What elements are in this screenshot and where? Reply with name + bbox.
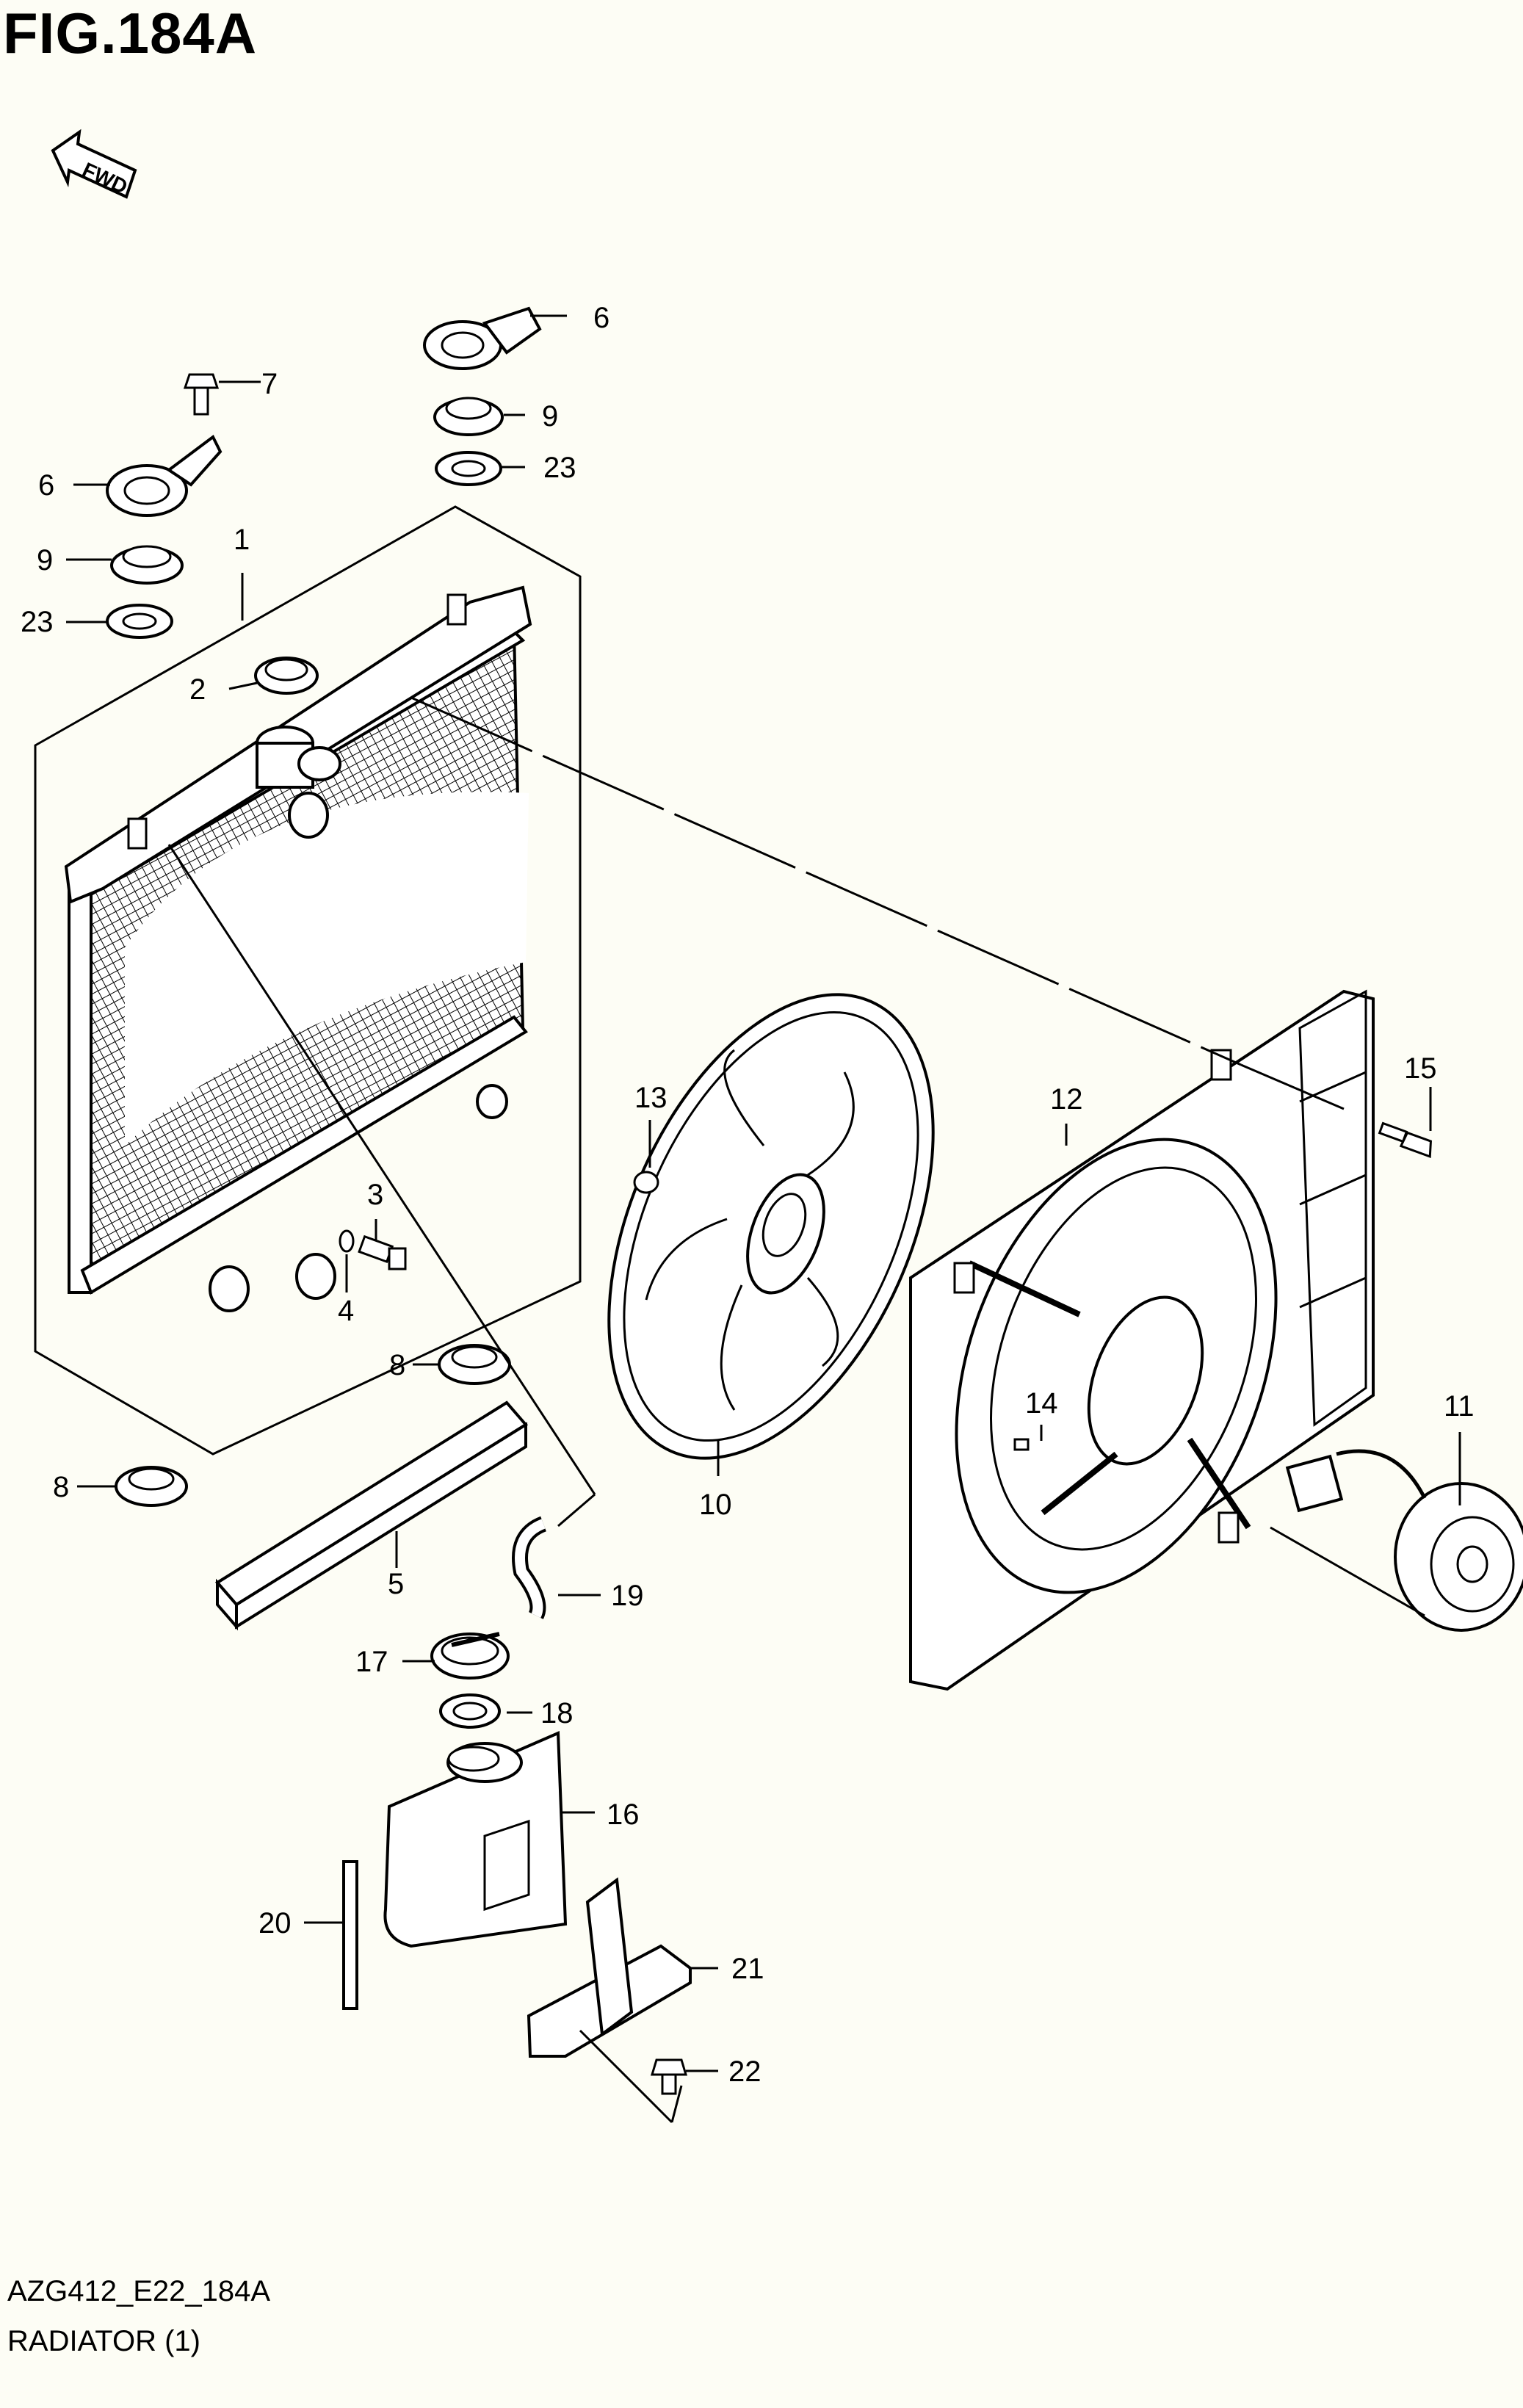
callout-2: 2 xyxy=(189,673,206,706)
callout-15: 15 xyxy=(1404,1052,1437,1085)
reservoir-cap-seal xyxy=(439,1693,501,1729)
callout-14: 14 xyxy=(1025,1387,1058,1420)
callout-11: 11 xyxy=(1444,1390,1475,1422)
drain-plug-o-ring xyxy=(339,1229,355,1253)
callout-8-left: 8 xyxy=(53,1471,69,1503)
washer-left xyxy=(106,604,173,639)
callout-5: 5 xyxy=(388,1568,404,1600)
drain-plug xyxy=(358,1234,407,1270)
lower-cushion-right xyxy=(438,1344,511,1385)
shroud-bolt xyxy=(1378,1121,1433,1159)
callout-6-right: 6 xyxy=(593,302,609,334)
callout-10: 10 xyxy=(699,1489,732,1521)
leader-lines xyxy=(66,314,1461,2124)
cooling-fan xyxy=(607,993,935,1460)
callout-19: 19 xyxy=(611,1580,644,1612)
callout-1: 1 xyxy=(234,524,250,556)
coolant-reservoir xyxy=(383,1730,568,1948)
callout-23-left: 23 xyxy=(21,606,54,638)
callout-20: 20 xyxy=(258,1907,292,1939)
radiator-core xyxy=(64,585,532,1312)
radiator-cap xyxy=(254,657,319,695)
seal-foam xyxy=(214,1400,529,1631)
callout-23-right: 23 xyxy=(543,452,576,484)
callout-16: 16 xyxy=(607,1798,640,1831)
upper-mount-bracket-right xyxy=(423,306,542,370)
reservoir-bracket xyxy=(527,1877,692,2058)
callout-8-right: 8 xyxy=(389,1349,405,1381)
motor-screw xyxy=(1013,1438,1030,1451)
figure-title: FIG.184A xyxy=(3,1,258,65)
figure-caption: RADIATOR (1) xyxy=(7,2325,200,2357)
radiator-assembly-outline xyxy=(34,505,582,1456)
fan-shroud xyxy=(909,989,1375,1691)
callout-6-left: 6 xyxy=(38,469,54,502)
figure-code: AZG412_E22_184A xyxy=(7,2275,271,2307)
mount-cushion-right xyxy=(433,397,504,436)
mount-cushion-left xyxy=(110,545,184,585)
reservoir-hose xyxy=(512,1516,547,1619)
callout-12: 12 xyxy=(1050,1083,1083,1116)
callout-3: 3 xyxy=(367,1179,383,1211)
washer-right xyxy=(435,451,502,486)
bracket-bolt-lower xyxy=(650,2058,688,2095)
fan-motor xyxy=(1285,1449,1523,1632)
lower-cushion-left xyxy=(115,1466,188,1507)
fan-nut xyxy=(633,1171,659,1194)
callout-9-right: 9 xyxy=(542,400,558,433)
overflow-pipe xyxy=(342,1860,358,2010)
bracket-bolt xyxy=(183,373,220,416)
reservoir-cap xyxy=(430,1632,510,1680)
fwd-arrow-icon: FWD xyxy=(51,129,137,199)
callout-17: 17 xyxy=(355,1646,388,1678)
upper-mount-bracket-left xyxy=(106,434,223,517)
callout-18: 18 xyxy=(540,1697,574,1729)
callout-9-left: 9 xyxy=(37,544,53,576)
callout-22: 22 xyxy=(728,2056,762,2088)
callout-13: 13 xyxy=(634,1082,668,1114)
callout-4: 4 xyxy=(338,1295,354,1327)
callout-7: 7 xyxy=(261,368,278,400)
callout-21: 21 xyxy=(731,1953,764,1985)
